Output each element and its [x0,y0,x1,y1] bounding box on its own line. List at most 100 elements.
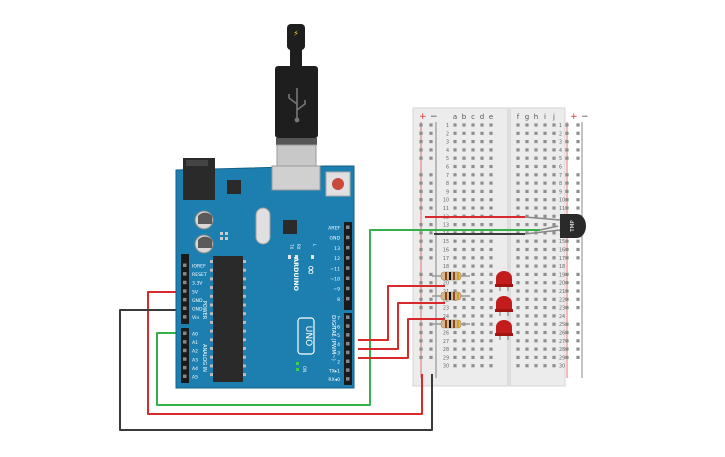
breadboard-hole[interactable] [516,306,520,310]
rail-hole[interactable] [429,181,433,185]
rail-hole[interactable] [565,131,569,135]
breadboard-hole[interactable] [471,239,475,243]
rail-hole[interactable] [429,322,433,326]
breadboard-hole[interactable] [489,306,493,310]
breadboard-hole[interactable] [462,181,466,185]
breadboard-hole[interactable] [489,123,493,127]
breadboard-hole[interactable] [471,347,475,351]
temperature-sensor[interactable]: TMP [524,214,586,238]
breadboard-hole[interactable] [534,247,538,252]
rail-hole[interactable] [419,189,423,193]
rail-hole[interactable] [565,173,569,177]
breadboard-hole[interactable] [462,148,466,152]
rail-hole[interactable] [576,355,580,359]
breadboard-hole[interactable] [516,289,520,293]
breadboard-hole[interactable] [516,206,520,210]
breadboard-hole[interactable] [480,306,484,310]
breadboard-hole[interactable] [480,189,484,193]
rail-hole[interactable] [565,322,569,326]
breadboard-hole[interactable] [462,198,466,202]
breadboard-hole[interactable] [543,355,547,359]
breadboard-hole[interactable] [525,148,529,152]
breadboard-hole[interactable] [543,306,547,310]
breadboard-hole[interactable] [516,148,520,152]
breadboard-hole[interactable] [489,347,493,351]
breadboard-hole[interactable] [552,131,556,135]
breadboard-hole[interactable] [543,289,547,293]
breadboard-hole[interactable] [543,239,547,243]
rail-hole[interactable] [419,231,423,235]
wire-pin2-to-led3[interactable] [358,318,445,359]
breadboard-hole[interactable] [552,322,556,326]
breadboard-hole[interactable] [462,264,466,268]
breadboard-hole[interactable] [471,123,475,127]
breadboard-hole[interactable] [489,281,493,285]
breadboard-hole[interactable] [453,364,457,368]
breadboard-hole[interactable] [489,140,493,144]
breadboard-hole[interactable] [471,281,475,285]
rail-hole[interactable] [429,140,433,144]
breadboard-hole[interactable] [534,355,538,359]
breadboard-hole[interactable] [543,189,547,193]
breadboard-hole[interactable] [516,181,520,185]
breadboard-hole[interactable] [534,223,538,227]
breadboard-hole[interactable] [516,355,520,359]
breadboard-hole[interactable] [471,330,475,335]
rail-hole[interactable] [565,247,569,252]
breadboard-hole[interactable] [471,198,475,202]
breadboard-hole[interactable] [516,131,520,135]
breadboard-hole[interactable] [552,281,556,285]
breadboard-hole[interactable] [480,223,484,227]
breadboard-hole[interactable] [543,156,547,160]
rail-hole[interactable] [576,289,580,293]
rail-hole[interactable] [429,272,433,276]
breadboard-hole[interactable] [534,347,538,351]
breadboard-hole[interactable] [534,272,538,276]
breadboard-hole[interactable] [534,322,538,326]
breadboard-hole[interactable] [543,364,547,368]
breadboard-hole[interactable] [480,330,484,335]
breadboard-hole[interactable] [453,231,457,235]
header-pin[interactable] [183,340,187,344]
header-pin[interactable] [346,276,350,281]
breadboard-hole[interactable] [471,156,475,160]
breadboard-hole[interactable] [480,148,484,152]
breadboard-hole[interactable] [453,181,457,185]
breadboard-hole[interactable] [534,206,538,210]
breadboard-hole[interactable] [453,306,457,310]
breadboard-hole[interactable] [516,173,520,177]
breadboard-hole[interactable] [453,330,457,335]
rail-hole[interactable] [576,131,580,135]
breadboard-hole[interactable] [489,156,493,160]
breadboard-hole[interactable] [471,140,475,144]
breadboard-hole[interactable] [552,198,556,202]
breadboard-hole[interactable] [480,198,484,202]
breadboard-hole[interactable] [489,164,493,169]
breadboard-hole[interactable] [552,214,556,218]
breadboard-hole[interactable] [462,339,466,343]
breadboard-hole[interactable] [462,289,466,293]
breadboard-hole[interactable] [525,306,529,310]
breadboard-hole[interactable] [516,264,520,268]
breadboard-hole[interactable] [453,281,457,285]
breadboard-hole[interactable] [516,322,520,326]
breadboard-hole[interactable] [471,314,475,318]
breadboard-hole[interactable] [462,223,466,227]
rail-hole[interactable] [576,256,580,260]
reset-button-cap[interactable] [332,178,344,190]
resistor-3[interactable] [432,319,470,329]
breadboard-hole[interactable] [462,314,466,318]
breadboard-hole[interactable] [543,181,547,185]
breadboard-hole[interactable] [489,314,493,318]
rail-hole[interactable] [429,123,433,127]
breadboard-hole[interactable] [534,330,538,335]
breadboard-hole[interactable] [543,281,547,285]
breadboard-hole[interactable] [525,164,529,169]
breadboard-hole[interactable] [453,347,457,351]
breadboard-hole[interactable] [462,206,466,210]
breadboard-hole[interactable] [453,247,457,252]
breadboard-hole[interactable] [525,223,529,227]
header-pin[interactable] [346,315,350,320]
breadboard-hole[interactable] [453,164,457,169]
breadboard-hole[interactable] [453,156,457,160]
